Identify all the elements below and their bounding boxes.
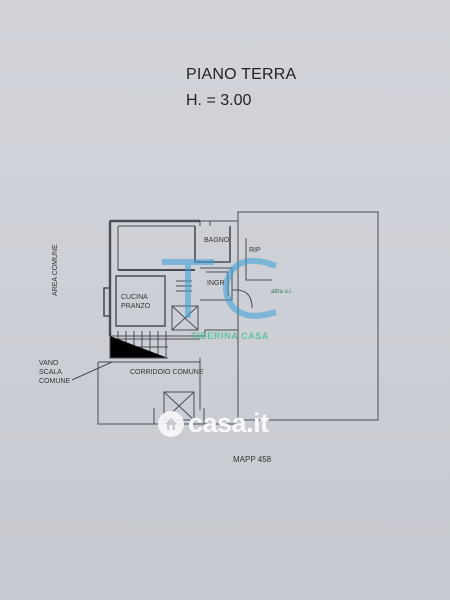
scala-label: SCALA — [39, 369, 62, 376]
tc-watermark-logo — [162, 257, 278, 319]
room-label-corridoio: CORRIDOIO COMUNE — [130, 369, 204, 376]
room-label-rip: RIP — [249, 247, 261, 254]
comune-label: COMUNE — [39, 378, 71, 385]
stair-treads — [109, 331, 200, 359]
watermark-company-name: TIBERINA CASA — [191, 331, 269, 341]
room-label-pranzo: PRANZO — [121, 303, 151, 310]
ceiling-height: H. = 3.00 — [186, 92, 252, 109]
common-corridor-outline — [97, 358, 238, 425]
stair-pointer-line — [71, 361, 113, 381]
house-icon — [158, 410, 184, 437]
floor-title: PIANO TERRA — [186, 66, 297, 83]
room-label-cucina: CUCINA — [121, 294, 148, 301]
parcel-label: MAPP 458 — [233, 455, 272, 464]
vano-label: VANO — [39, 360, 59, 367]
area-comune-label: AREA COMUNE — [52, 244, 59, 296]
room-label-bagno: BAGNO — [204, 237, 230, 244]
casa-it-text: casa.it — [188, 408, 269, 438]
room-label-ingr: INGR — [207, 280, 225, 287]
room-label-other-unit: altra u.i — [271, 289, 291, 295]
casa-it-logo: casa.it — [158, 408, 269, 439]
